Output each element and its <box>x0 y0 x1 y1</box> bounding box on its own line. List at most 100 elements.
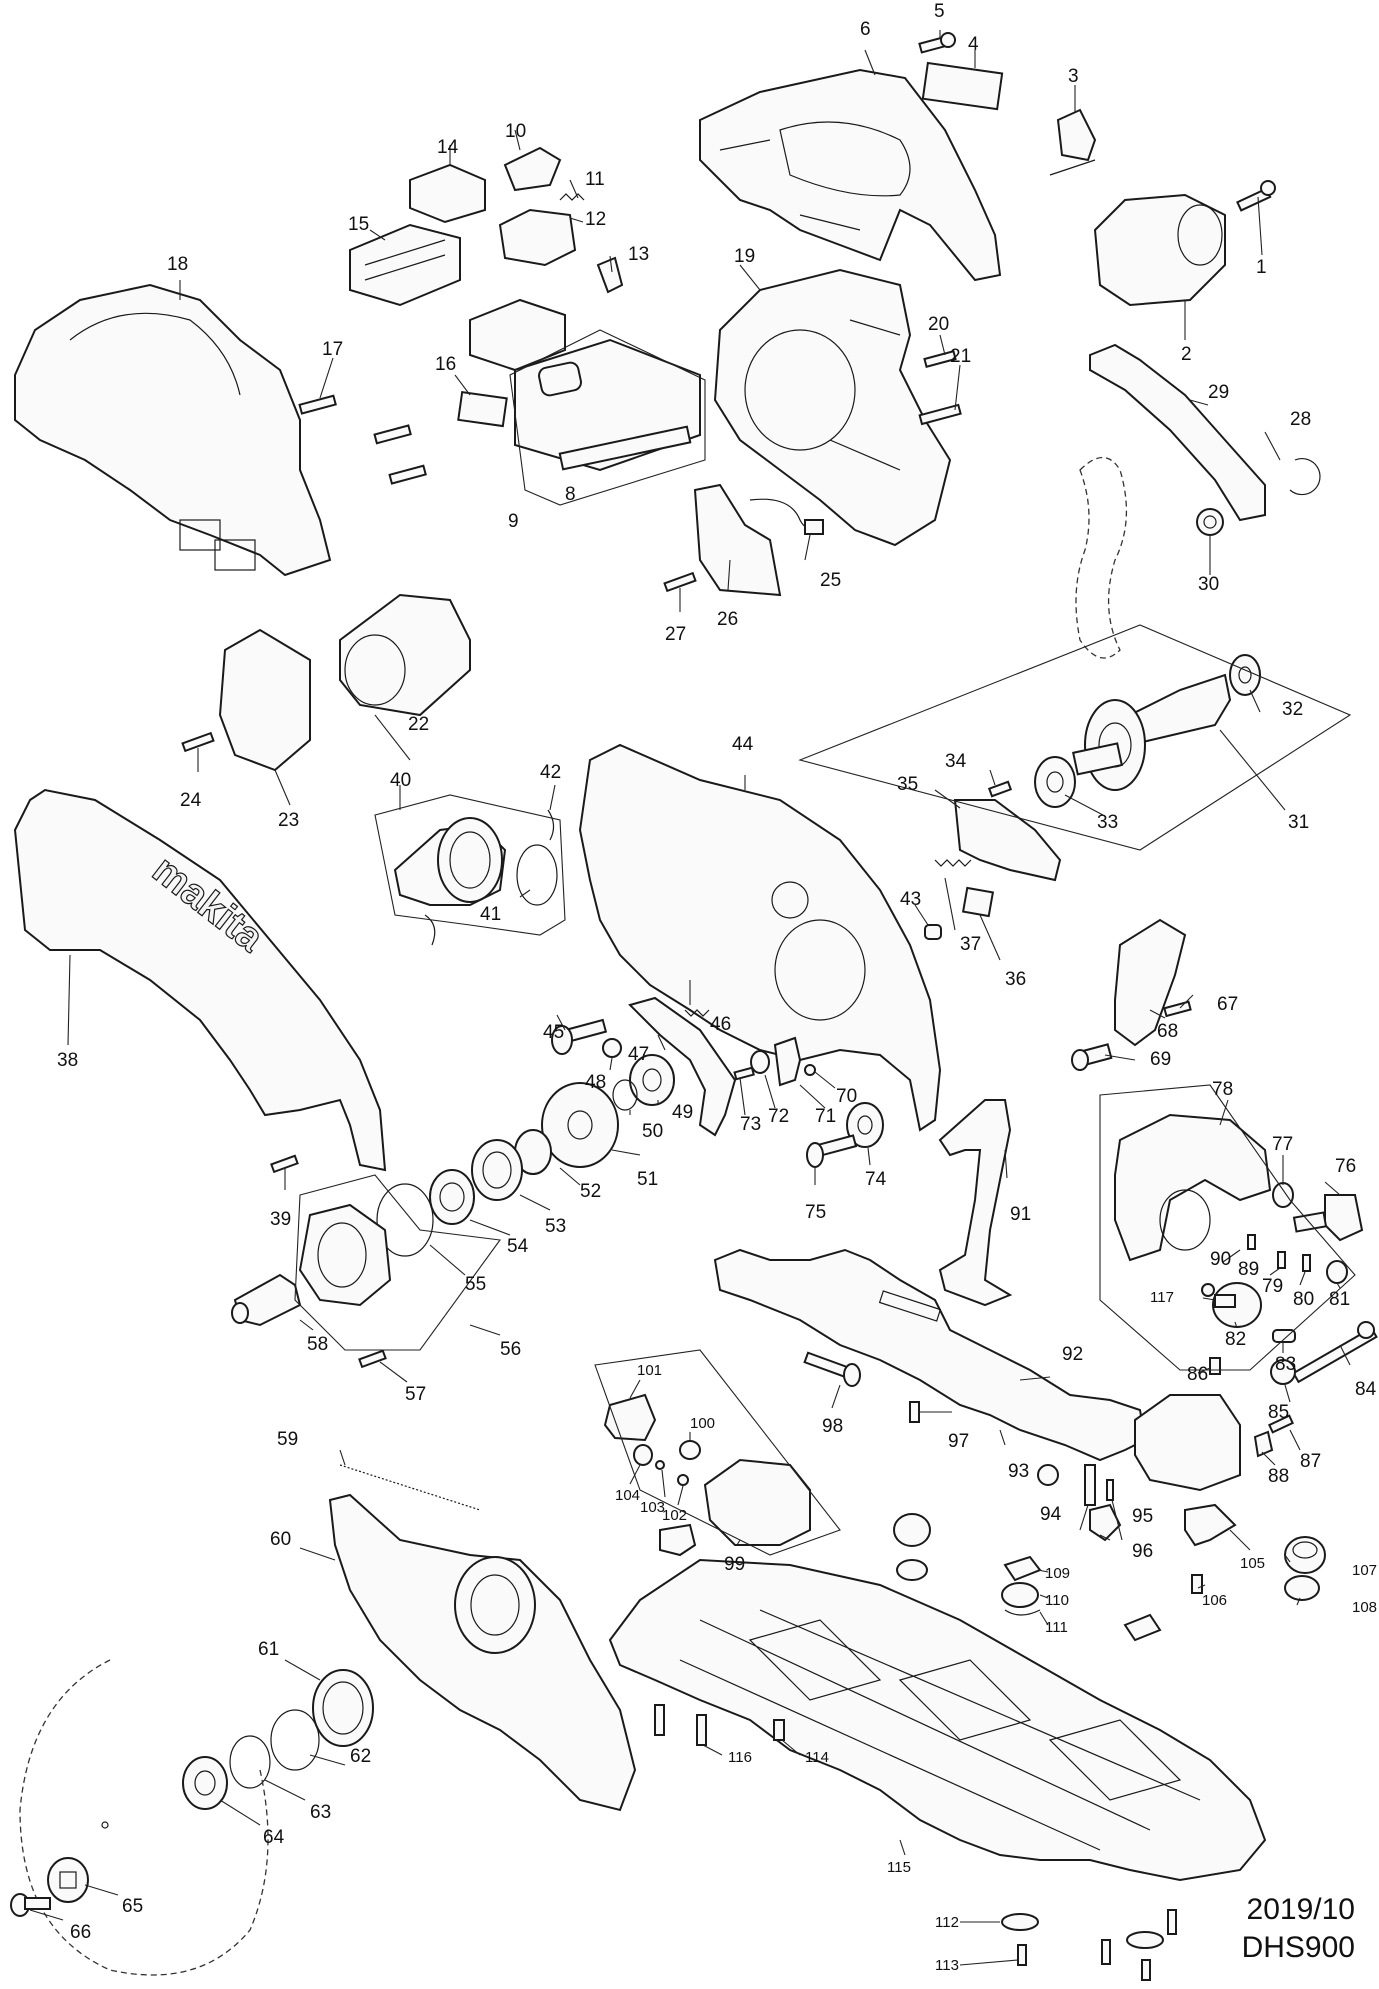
part-75-screw <box>806 1134 858 1168</box>
label-29: 29 <box>1208 382 1229 403</box>
label-40: 40 <box>390 770 411 791</box>
terminal-block <box>469 298 566 372</box>
part-112-washer <box>1001 1913 1039 1931</box>
group-nozzle <box>374 794 566 936</box>
part-106-spring <box>1191 1574 1203 1594</box>
part-26-plate <box>693 483 782 597</box>
label-79: 79 <box>1262 1276 1283 1297</box>
label-107: 107 <box>1352 1562 1377 1579</box>
label-100: 100 <box>690 1415 715 1432</box>
part-110-washer <box>1001 1582 1039 1608</box>
group-depth-plate <box>1099 1084 1356 1371</box>
part-22-stator <box>339 593 471 717</box>
part-95-pin <box>1106 1479 1114 1501</box>
label-28: 28 <box>1290 409 1311 430</box>
base-screw-left <box>654 1704 665 1736</box>
group-armature <box>798 624 1352 851</box>
label-48: 48 <box>585 1072 606 1093</box>
part-42-clip <box>547 809 555 841</box>
label-86: 86 <box>1187 1364 1208 1385</box>
label-42: 42 <box>540 762 561 783</box>
part-46-spring <box>684 1009 710 1017</box>
label-8: 8 <box>565 484 576 505</box>
label-96: 96 <box>1132 1541 1153 1562</box>
label-113: 113 <box>935 1957 959 1974</box>
part-70-pin <box>804 1064 816 1076</box>
label-17: 17 <box>322 339 343 360</box>
part-115-base <box>608 1558 1267 1882</box>
group-controller <box>509 329 706 506</box>
part-45-screw <box>551 1018 608 1055</box>
part-68-lever <box>1114 918 1187 1047</box>
part-34-screw <box>987 780 1013 798</box>
label-1: 1 <box>1256 257 1267 278</box>
label-27: 27 <box>665 624 686 645</box>
dashed-belt-outline <box>1075 456 1128 659</box>
label-111: 111 <box>1045 1619 1068 1636</box>
part-18-handle-housing <box>14 283 332 577</box>
label-114: 114 <box>805 1749 829 1766</box>
label-101: 101 <box>637 1362 662 1379</box>
part-87-screw <box>1268 1414 1294 1434</box>
label-50: 50 <box>642 1121 663 1142</box>
label-26: 26 <box>717 609 738 630</box>
part-20-screw <box>923 350 957 368</box>
label-16: 16 <box>435 354 456 375</box>
label-24: 24 <box>180 790 202 811</box>
part-98-screw <box>803 1351 861 1387</box>
label-46: 46 <box>710 1014 731 1035</box>
part-85-collar <box>1270 1359 1296 1385</box>
part-59-spring <box>339 1464 481 1511</box>
label-81: 81 <box>1329 1289 1350 1310</box>
label-38: 38 <box>57 1050 78 1071</box>
part-71-plate <box>773 1036 802 1087</box>
label-25: 25 <box>820 570 841 591</box>
part-11-spring <box>559 193 585 201</box>
part-28-ring <box>1289 457 1321 496</box>
base-washer-bottom <box>1126 1931 1164 1949</box>
label-6: 6 <box>860 19 871 40</box>
part-12-switch <box>498 208 577 267</box>
label-19: 19 <box>734 246 755 267</box>
label-69: 69 <box>1150 1049 1171 1070</box>
label-104: 104 <box>615 1487 640 1504</box>
part-66-bolt <box>10 1893 51 1917</box>
part-76-knob <box>1292 1194 1364 1242</box>
part-61-ring <box>312 1669 374 1747</box>
part-60-lower-guard <box>328 1493 637 1812</box>
part-96-bracket <box>1089 1503 1122 1542</box>
part-47-lever <box>628 996 737 1137</box>
label-31: 31 <box>1288 812 1309 833</box>
label-34: 34 <box>945 751 967 772</box>
part-36-stopper <box>961 886 995 918</box>
part-62-ring <box>270 1709 320 1771</box>
part-83-screw <box>1272 1329 1296 1343</box>
part-8-plate <box>558 425 692 471</box>
label-105: 105 <box>1240 1555 1265 1572</box>
part-56-bearing-housing <box>298 1203 392 1307</box>
label-80: 80 <box>1293 1289 1314 1310</box>
label-83: 83 <box>1275 1354 1296 1375</box>
part-5-screw <box>918 32 956 54</box>
part-64-flange <box>182 1756 228 1810</box>
part-35-retainer <box>953 799 1062 882</box>
label-102: 102 <box>662 1507 687 1524</box>
part-67-screw <box>1163 1000 1192 1018</box>
part-21-screw <box>918 403 962 426</box>
part-4-label <box>921 61 1004 111</box>
label-9: 9 <box>508 511 519 532</box>
label-116: 116 <box>728 1749 752 1766</box>
part-105-wing-bolt <box>1184 1503 1237 1547</box>
label-32: 32 <box>1282 699 1303 720</box>
label-117: 117 <box>1150 1289 1174 1306</box>
part-30-washer <box>1196 508 1224 536</box>
part-111-ring <box>1004 1609 1041 1616</box>
label-61: 61 <box>258 1639 279 1660</box>
part-51-gear <box>541 1082 619 1168</box>
label-11: 11 <box>585 169 605 190</box>
clip-40 <box>424 914 436 946</box>
label-63: 63 <box>310 1802 331 1823</box>
label-51: 51 <box>637 1169 658 1190</box>
part-24-screw <box>181 731 215 753</box>
